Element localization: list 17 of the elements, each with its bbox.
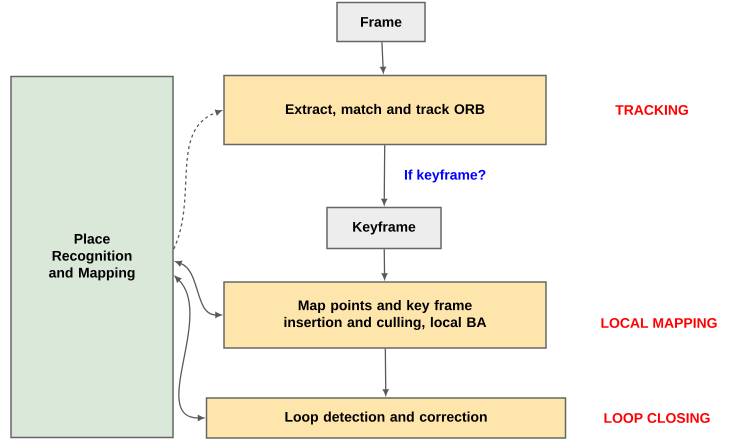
- frame-box: Keyframe: [326, 206, 442, 250]
- arrow: [174, 276, 204, 421]
- process-box: Loop detection and correction: [206, 397, 566, 439]
- arrow: [382, 348, 389, 396]
- phase-label: TRACKING: [615, 105, 688, 115]
- arrow: [380, 42, 386, 74]
- phase-label: LOCAL MAPPING: [601, 318, 717, 328]
- arrow: [381, 145, 388, 206]
- arrow: [382, 249, 388, 280]
- frame-box: Frame: [336, 2, 426, 42]
- arrow: [175, 260, 222, 318]
- arrow: [173, 110, 222, 250]
- process-box: Map points and key frame insertion and culling, local BA: [223, 281, 547, 349]
- module-box: Place Recognition and Mapping: [10, 76, 174, 438]
- phase-label: LOOP CLOSING: [604, 413, 710, 423]
- edge-label: If keyframe?: [404, 170, 486, 182]
- process-box: Extract, match and track ORB: [223, 74, 547, 146]
